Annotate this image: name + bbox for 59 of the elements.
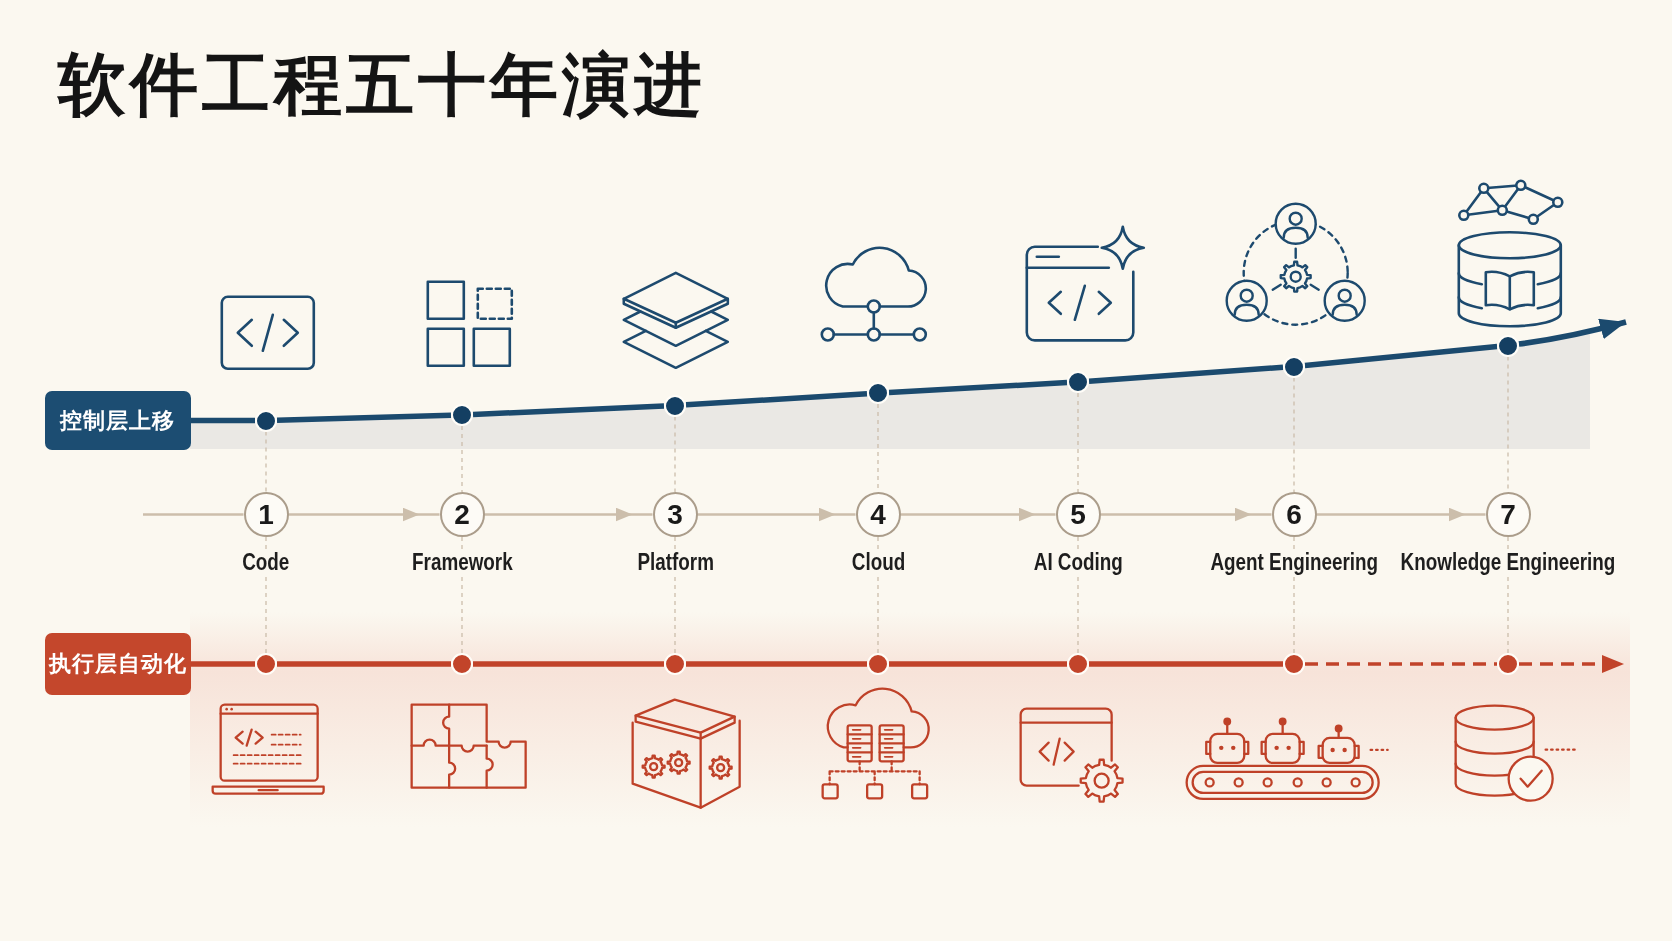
line bbox=[472, 403, 665, 418]
line bbox=[686, 661, 867, 667]
arrow bbox=[288, 507, 440, 522]
arrow bbox=[1316, 507, 1486, 522]
dot bbox=[451, 404, 473, 426]
arrow bbox=[484, 507, 653, 522]
dashed-line bbox=[674, 415, 676, 493]
dashed-line bbox=[1077, 392, 1079, 493]
line bbox=[1088, 364, 1284, 384]
dot bbox=[867, 382, 889, 404]
number-circle: 4 bbox=[855, 492, 901, 537]
dashed-line bbox=[461, 536, 463, 654]
line bbox=[276, 412, 452, 423]
line bbox=[473, 661, 664, 667]
dashed-line bbox=[1507, 536, 1509, 654]
arrow bbox=[1519, 655, 1624, 673]
title: 软件工程五十年演进 bbox=[58, 44, 706, 124]
number-circle: 1 bbox=[243, 492, 289, 537]
dashed-line bbox=[674, 536, 676, 654]
label-badge: 执行层自动化 bbox=[44, 633, 191, 695]
stage-label: Knowledge Engineering bbox=[1400, 549, 1616, 575]
line bbox=[889, 661, 1067, 667]
arrow bbox=[697, 507, 856, 522]
dot bbox=[1283, 355, 1305, 378]
number-circle: 2 bbox=[439, 492, 485, 537]
dashed-line bbox=[1077, 536, 1079, 654]
line bbox=[1304, 343, 1498, 369]
stage-label: Platform bbox=[636, 549, 714, 575]
dashed-line bbox=[265, 536, 267, 654]
dot bbox=[1067, 371, 1089, 393]
number-circle: 6 bbox=[1271, 492, 1317, 537]
dot bbox=[255, 409, 277, 432]
number-circle: 3 bbox=[652, 492, 698, 537]
stage-label: Cloud bbox=[851, 549, 905, 575]
arrow bbox=[900, 507, 1056, 522]
line bbox=[190, 661, 255, 667]
line bbox=[888, 379, 1068, 396]
line bbox=[277, 661, 451, 667]
dot bbox=[664, 394, 686, 417]
stage-label: AI Coding bbox=[1033, 549, 1123, 575]
arrow bbox=[1518, 318, 1627, 347]
stage-label: Framework bbox=[411, 549, 513, 575]
dot bbox=[1497, 334, 1519, 357]
number-circle: 7 bbox=[1485, 492, 1531, 537]
stage-label: Agent Engineering bbox=[1210, 549, 1379, 575]
dashed-line bbox=[1293, 536, 1295, 654]
dashed-line bbox=[1293, 376, 1295, 493]
label-badge: 控制层上移 bbox=[44, 391, 191, 450]
number-circle: 5 bbox=[1055, 492, 1101, 537]
dashed-line bbox=[877, 536, 879, 654]
line bbox=[1089, 661, 1283, 667]
stage-label: Code bbox=[242, 549, 290, 575]
arrow bbox=[1100, 507, 1272, 522]
dashed-line bbox=[1305, 662, 1497, 666]
line bbox=[685, 390, 868, 408]
line bbox=[190, 417, 255, 424]
dashed-line bbox=[265, 430, 267, 493]
dashed-line bbox=[461, 425, 463, 493]
line bbox=[143, 513, 244, 516]
